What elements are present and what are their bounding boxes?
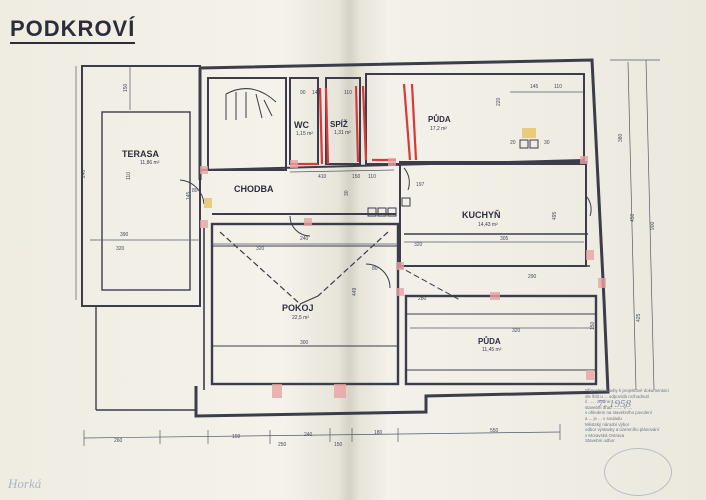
dim-top-1: 90 [300,90,306,96]
terasa-inner [101,111,191,291]
round-seal [604,448,672,496]
dimension-lines [75,59,660,446]
dim-top-5: 110 [554,84,562,90]
puda-bottom-room [404,294,598,386]
dim-inner-12: 305 [500,236,509,242]
room-area-puda-bottom: 11,45 m² [482,347,502,353]
flue-squares [367,139,539,217]
dim-inner-19: 495 [552,211,558,220]
dim-bottom-2: 150 [232,434,241,440]
dim-inner-10: 80 [372,266,378,272]
dim-right-4: 900 [650,221,656,230]
dim-left-2: 240 [81,169,87,178]
room-area-pokoj: 22,5 m² [292,315,309,321]
dim-inner-5: 80 [192,188,198,194]
pokoj-ridge [299,295,319,305]
dim-inner-3: 320 [256,246,265,252]
dim-inner-4: 410 [318,174,327,180]
room-label-terasa: TERASA [122,149,160,159]
dim-left-4: 145 [186,191,192,200]
dim-inner-14: 280 [418,296,427,302]
dim-top-2: 145 [312,90,321,96]
pokoj-diagonal-2 [317,231,389,297]
dim-inner-20: 220 [496,97,502,106]
dim-inner-16: 300 [300,340,309,346]
dim-inner-18: 150 [590,321,596,330]
dim-inner-17: 449 [352,287,358,296]
dim-inner-2: 320 [116,246,125,252]
dim-top-4: 145 [530,84,539,90]
stamp-line: v Moravská Ostrava [585,432,625,438]
room-area-kuchyn: 14,43 m² [478,222,498,228]
dim-inner-13: 290 [528,274,537,280]
pokoj-diagonal-1 [219,231,301,305]
stamp-line: Stavební odbor [585,438,615,444]
stamp-line: odbor výstavby a územního plánování [585,427,659,433]
stamp-line: Městský národní výbor [585,421,630,427]
stamp-line: s ohledem na stavebního povolení [585,410,652,416]
puda-diagonal [397,265,461,301]
dim-inner-9: 240 [300,236,309,242]
dim-left-3: 110 [126,172,132,180]
dim-top-3: 110 [344,90,352,96]
terasa-outline [81,65,201,307]
door-arc-right [585,195,592,217]
dim-right-2: 450 [630,213,636,222]
dim-inner-6: 150 [352,174,361,180]
dim-bottom-5: 150 [334,442,343,448]
wall-hatches [200,156,606,398]
approval-stamp: Přípustné stavby k projektové dokumentac… [585,388,701,484]
dim-inner-11: 197 [416,182,425,188]
room-label-chodba: CHODBA [234,184,274,194]
dim-inner-7: 110 [368,174,376,180]
room-label-pokoj: POKOJ [282,303,314,313]
room-area-spiz: 1,31 m² [334,130,351,136]
stair-flight [225,88,277,120]
door-arc-kitchen [403,167,410,191]
dim-bottom-1: 260 [114,438,123,444]
door-arc-chodba-bottom [289,215,311,237]
dim-bottom-6: 180 [374,430,383,436]
room-area-terasa: 11,86 m² [140,160,160,166]
room-label-wc: WC [294,120,309,130]
dim-right-3: 425 [636,313,642,322]
stamp-line: Přípustné stavby k projektové dokumentac… [585,388,669,393]
dim-inner-22: 20 [510,140,516,146]
dim-inner-23: 30 [544,140,550,146]
dim-inner-1: 390 [120,232,129,238]
stamp-line: stavební úřad ........ v .... [585,404,633,410]
puda-top-room [365,73,585,165]
dim-inner-21: 30 [344,190,350,196]
dim-bottom-7: 550 [490,428,499,434]
door-arc-corridor [179,179,205,205]
dim-left-1: 150 [123,83,129,92]
stamp-date: 7. 1958 [598,398,631,410]
door-arc-pokoj [365,263,391,289]
dim-inner-8: 320 [414,242,423,248]
page-title: PODKROVÍ [10,16,136,44]
stamp-line: a ... je ... v souladu [585,415,622,421]
room-label-puda-top: PŮDA [428,114,451,124]
room-label-kuchyn: KUCHYŇ [462,209,501,220]
dim-inner-15: 320 [512,328,521,334]
stamp-line: dle lhůt u ... odpovídá rozhodnutí [585,393,649,399]
dim-right-1: 380 [618,133,624,142]
room-area-wc: 1,15 m² [296,131,313,137]
flue-markers [292,83,418,166]
chimney-blocks [204,128,536,208]
signature: Horká [8,476,42,491]
outer-wall [194,58,610,418]
room-label-spiz: SPÍŽ [330,120,348,129]
dim-bottom-4: 240 [304,432,313,438]
dim-bottom-3: 250 [278,442,287,448]
room-label-puda-bottom: PŮDA [478,336,501,346]
room-area-puda-top: 17,2 m² [430,126,447,132]
stamp-line: č. ..... ze dne ............... [585,399,630,405]
stair-room [207,77,287,171]
